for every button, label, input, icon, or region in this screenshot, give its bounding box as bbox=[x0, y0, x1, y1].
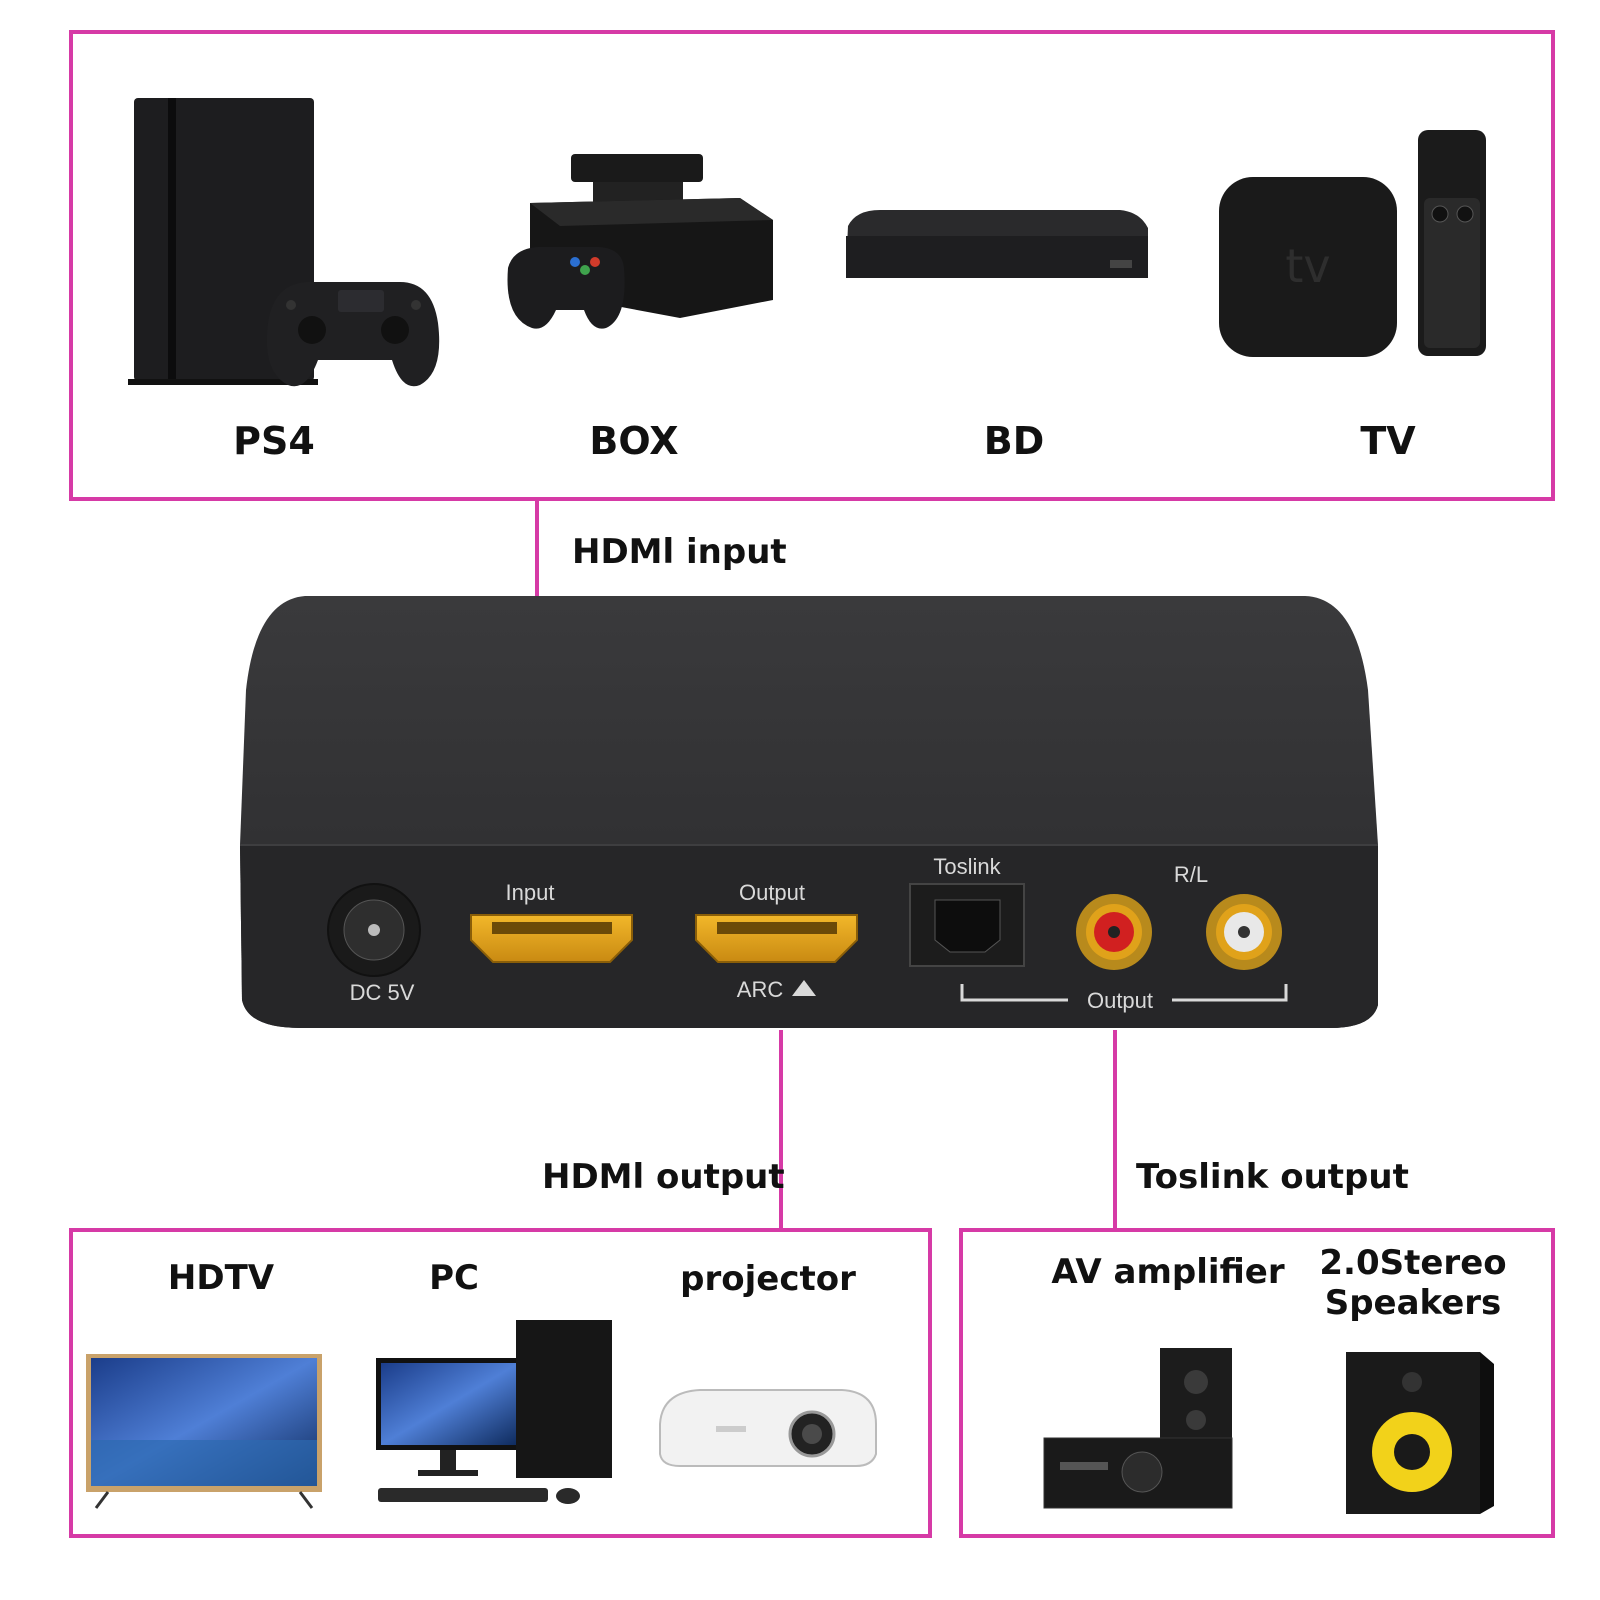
toslink-output-label: Toslink output bbox=[1136, 1157, 1409, 1197]
audio-output-bracket bbox=[960, 984, 1288, 1002]
hdmi-output-port bbox=[695, 914, 858, 963]
sink-label-stereo-line1: 2.0Stereo bbox=[1319, 1243, 1506, 1283]
sink-label-projector: projector bbox=[680, 1259, 856, 1299]
rca-left-jack bbox=[1076, 894, 1152, 970]
dc-power-jack bbox=[327, 883, 421, 977]
hdmi-in-port-label: Input bbox=[506, 880, 555, 905]
hdmi-output-label: HDMl output bbox=[542, 1157, 785, 1197]
rca-right-jack bbox=[1206, 894, 1282, 970]
audio-extractor-device bbox=[240, 596, 1378, 1028]
hdmi-input-port bbox=[470, 914, 633, 963]
xbox-icon bbox=[507, 154, 773, 329]
desktop-computer-icon bbox=[376, 1320, 612, 1504]
sink-label-av-amplifier: AV amplifier bbox=[1051, 1252, 1284, 1292]
streaming-box-icon: tv bbox=[1219, 130, 1486, 357]
hdmi-out-port-label: Output bbox=[739, 880, 805, 905]
toslink-port bbox=[909, 883, 1025, 967]
svg-text:tv: tv bbox=[1285, 239, 1330, 293]
audio-output-label: Output bbox=[1087, 988, 1153, 1013]
sink-label-stereo-line2: Speakers bbox=[1325, 1283, 1502, 1323]
arc-triangle-icon bbox=[792, 980, 816, 996]
video-sinks-frame bbox=[69, 1228, 932, 1538]
sources-frame bbox=[69, 30, 1555, 501]
ps4-icon bbox=[128, 98, 440, 387]
television-icon bbox=[86, 1354, 322, 1509]
sink-label-pc: PC bbox=[429, 1258, 479, 1298]
sink-label-hdtv: HDTV bbox=[168, 1258, 275, 1298]
hdmi-input-label: HDMl input bbox=[572, 532, 787, 572]
source-label-box: BOX bbox=[589, 419, 678, 463]
audio-sinks-frame bbox=[959, 1228, 1555, 1538]
toslink-port-label: Toslink bbox=[933, 854, 1001, 879]
arc-label: ARC bbox=[737, 977, 784, 1002]
bluray-player-icon bbox=[846, 210, 1148, 278]
amplifier-icon bbox=[1043, 1348, 1233, 1509]
dc-label: DC 5V bbox=[350, 980, 415, 1005]
speaker-icon bbox=[1346, 1352, 1494, 1514]
rl-label: R/L bbox=[1174, 862, 1208, 887]
source-label-tv: TV bbox=[1360, 419, 1416, 463]
source-label-ps4: PS4 bbox=[233, 419, 315, 463]
projector-icon bbox=[659, 1389, 877, 1467]
source-label-bd: BD bbox=[984, 419, 1045, 463]
